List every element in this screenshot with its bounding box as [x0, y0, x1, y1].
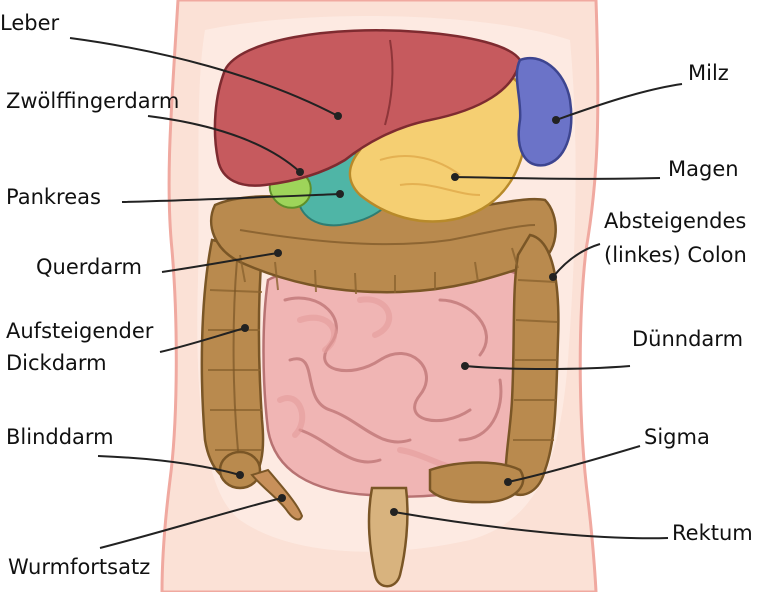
- label-pankreas: Pankreas: [6, 182, 101, 212]
- label-magen: Magen: [668, 154, 739, 184]
- label-rektum: Rektum: [672, 518, 753, 548]
- label-absteigendes-line1: Absteigendes: [604, 206, 746, 236]
- label-aufsteigender-line2: Dickdarm: [6, 348, 107, 378]
- label-aufsteigender-line1: Aufsteigender: [6, 316, 153, 346]
- label-leber: Leber: [0, 8, 59, 38]
- label-blinddarm: Blinddarm: [6, 422, 114, 452]
- label-querdarm: Querdarm: [36, 252, 142, 282]
- label-zwoelffingerdarm: Zwölffingerdarm: [6, 86, 179, 116]
- label-absteigendes-line2: (linkes) Colon: [604, 240, 747, 270]
- label-sigma: Sigma: [644, 422, 710, 452]
- label-wurmfortsatz: Wurmfortsatz: [8, 552, 150, 582]
- small-intestine: [264, 262, 534, 496]
- label-duenndarm: Dünndarm: [632, 324, 743, 354]
- rectum: [369, 488, 407, 586]
- label-milz: Milz: [688, 58, 729, 88]
